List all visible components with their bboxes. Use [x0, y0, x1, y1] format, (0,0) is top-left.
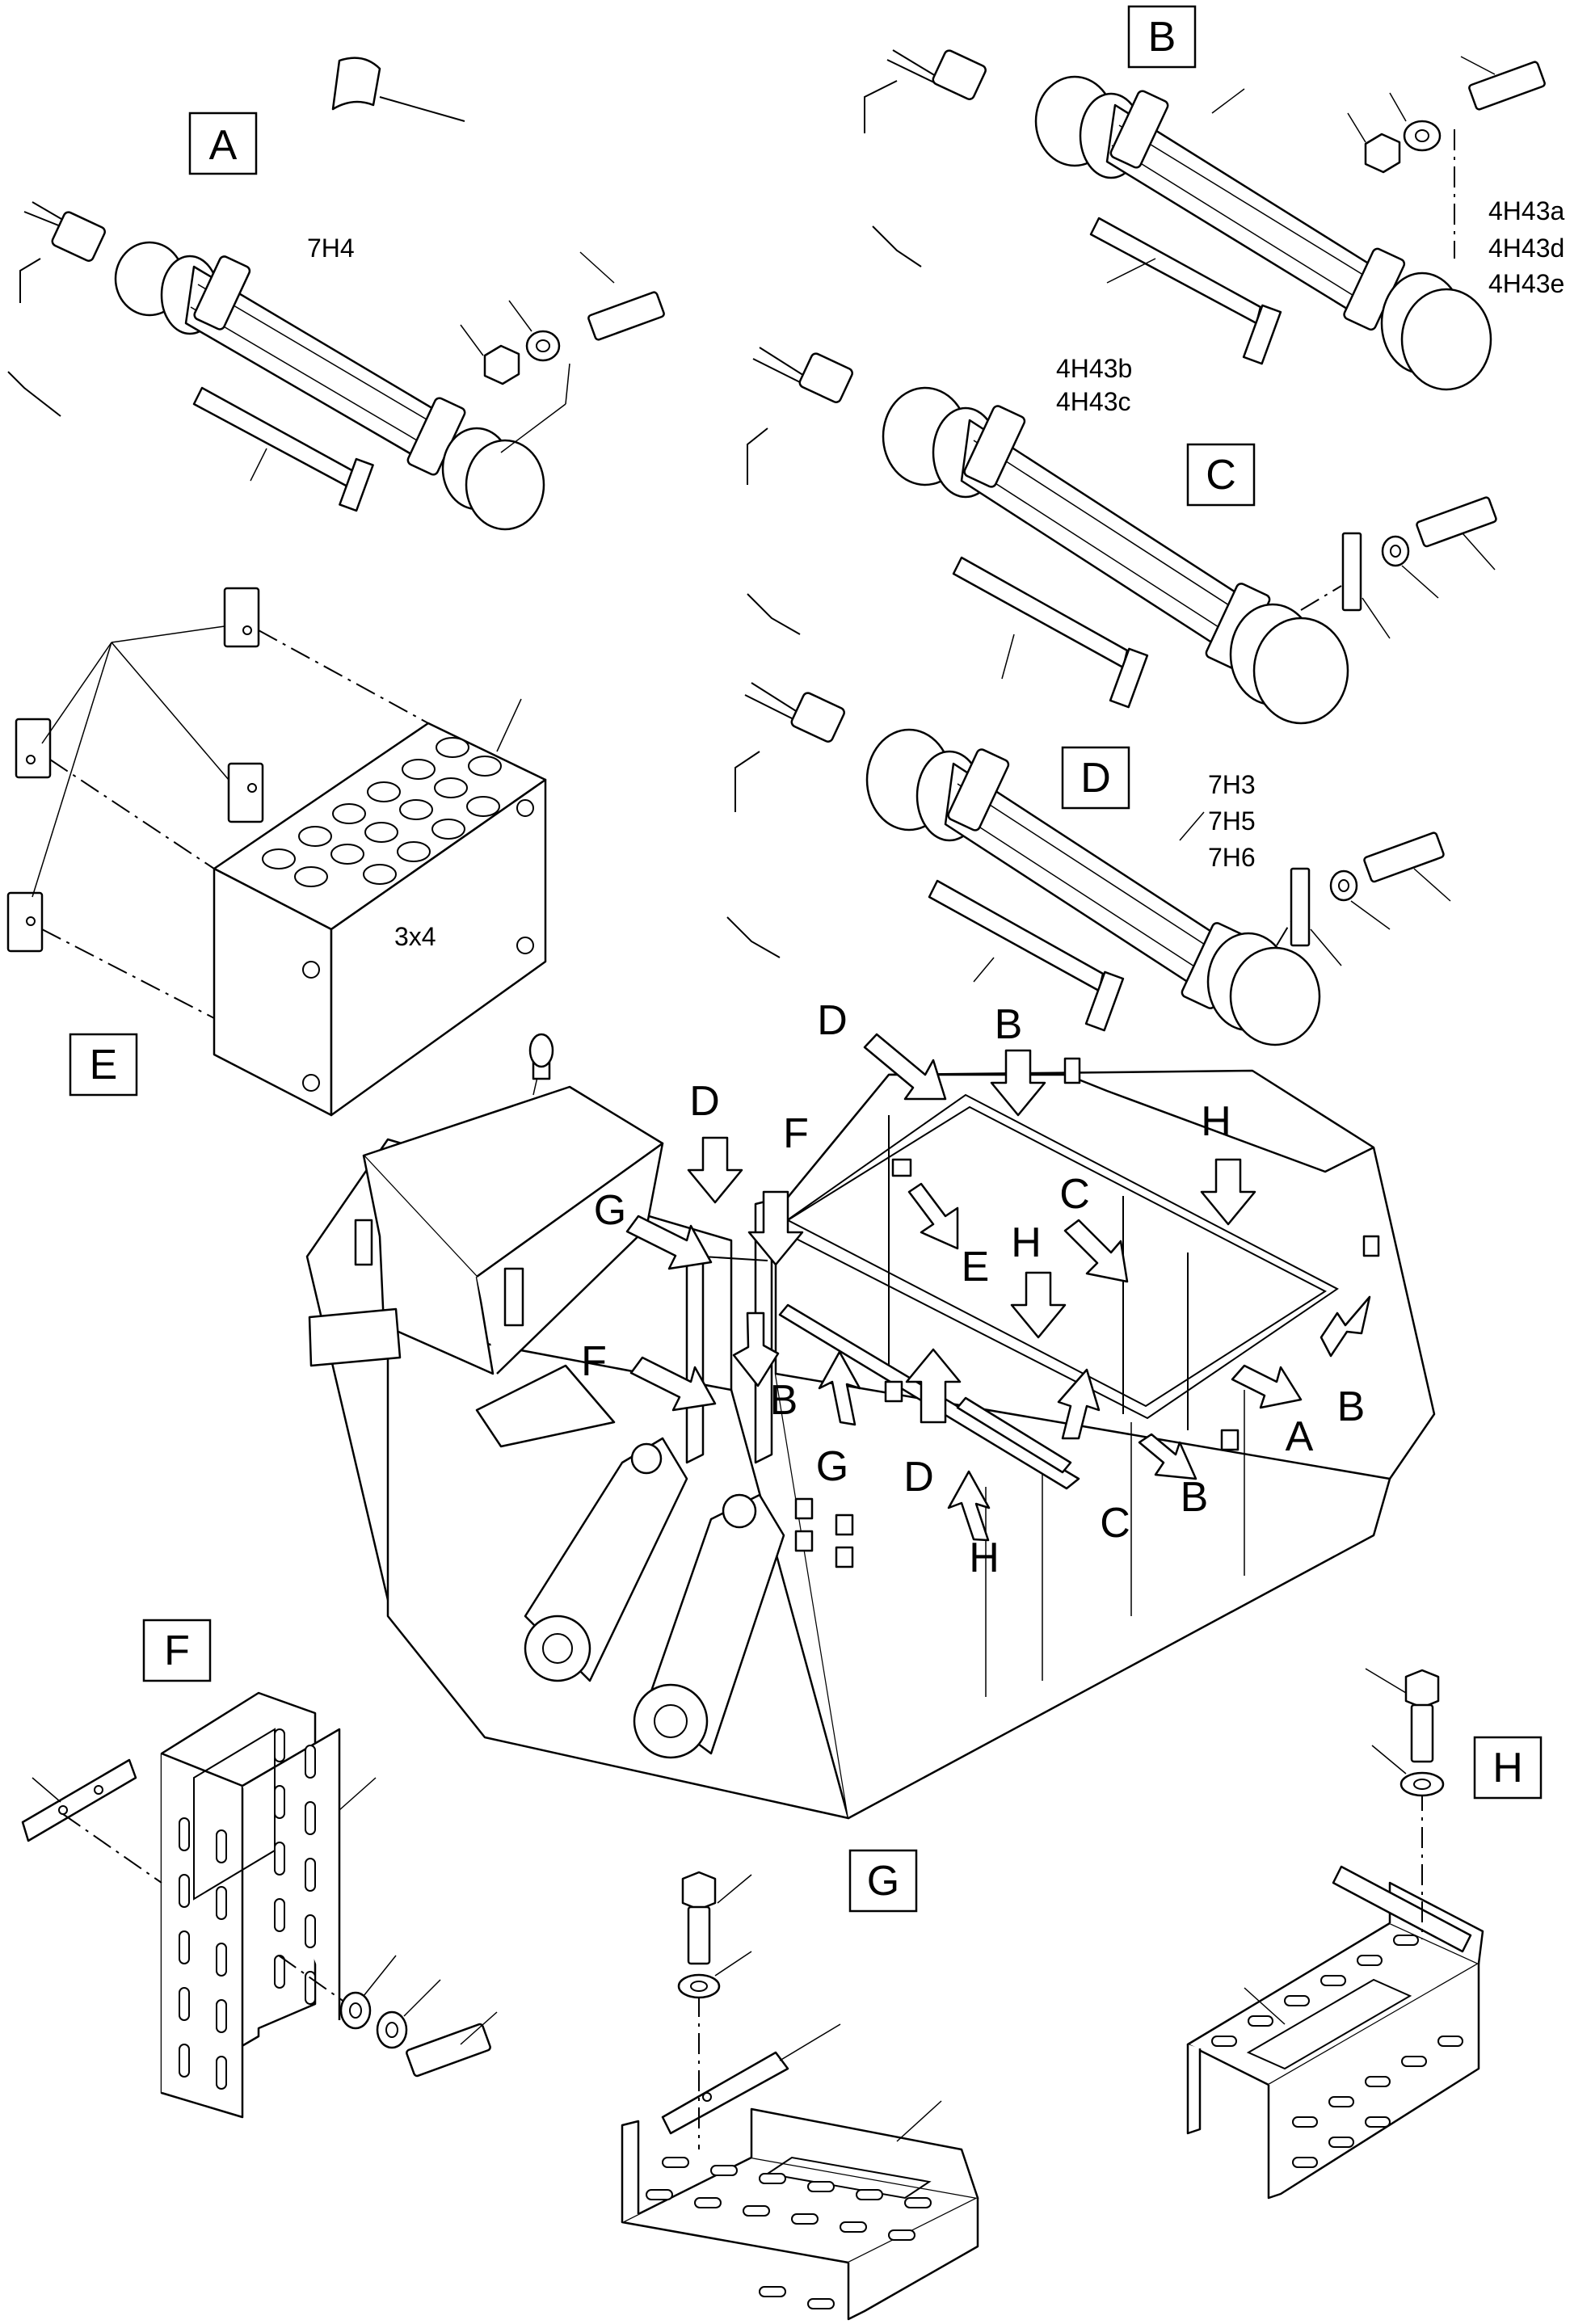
callout-f-top: F: [783, 1110, 809, 1157]
splice-plate-f: [21, 1758, 137, 1842]
detail-b-label-box: [1127, 5, 1197, 69]
tray-slots-h: [1211, 1935, 1463, 2168]
part-ref-4h43b: 4H43b: [1056, 354, 1132, 383]
detail-d-lamp-assembly: [726, 682, 1451, 1046]
part-ref-7h3: 7H3: [1208, 770, 1256, 799]
callout-h-bottom: H: [969, 1535, 1000, 1581]
machine-main-assembly: [305, 1033, 1436, 1820]
detail-c-label-box: [1186, 443, 1256, 507]
callout-f-left: F: [581, 1338, 607, 1385]
detail-c-lamp-assembly: [747, 347, 1497, 725]
bolt-f: [406, 2011, 498, 2078]
detail-a-label-box: [188, 112, 258, 175]
detail-a-lamp-assembly: [7, 57, 665, 531]
washer-f-2: [376, 1979, 441, 2049]
part-ref-3x4: 3x4: [394, 922, 436, 951]
callout-a-right: A: [1286, 1413, 1314, 1460]
detail-f-label-box: [142, 1619, 212, 1682]
callout-g-left: G: [594, 1187, 626, 1234]
part-ref-7h5: 7H5: [1208, 806, 1256, 836]
tray-slots-g: [646, 2157, 932, 2309]
detail-e-label: E: [90, 1042, 118, 1088]
detail-h-cable-tray: [1186, 1668, 1484, 2200]
callout-b-bottom: B: [1181, 1474, 1209, 1521]
callout-c-bottom: C: [1100, 1500, 1130, 1547]
nut-a: [460, 324, 520, 385]
part-ref-4h43e: 4H43e: [1488, 269, 1564, 298]
detail-g-label-box: [848, 1849, 918, 1913]
detail-e-junction-box: [6, 587, 547, 1117]
part-ref-7h6: 7H6: [1208, 843, 1256, 872]
part-ref-4h43a: 4H43a: [1488, 196, 1565, 225]
callout-d-left: D: [689, 1078, 720, 1125]
cable-entry-holes: [262, 737, 502, 887]
detail-d-label: D: [1080, 755, 1111, 802]
washer-f-1: [339, 1955, 397, 2030]
boom-arm-right: [633, 1493, 785, 1759]
callout-d-bottom: D: [903, 1454, 934, 1501]
mounting-bracket: [6, 587, 264, 953]
callout-c-mid: C: [1059, 1171, 1090, 1218]
boom-arm-left: [524, 1437, 688, 1682]
callout-g-bottom: G: [816, 1443, 848, 1490]
callout-b-top: B: [995, 1001, 1023, 1048]
detail-g-label: G: [867, 1858, 899, 1905]
callout-b-right: B: [1337, 1383, 1366, 1430]
callout-h-right: H: [1201, 1098, 1231, 1145]
part-ref-4h43c: 4H43c: [1056, 387, 1131, 416]
callout-b-mid: B: [770, 1377, 798, 1424]
detail-b-label: B: [1148, 14, 1176, 61]
detail-f-cable-ladder: [21, 1691, 498, 2119]
detail-c-label: C: [1206, 452, 1236, 499]
detail-b-lamp-assembly: [864, 49, 1546, 391]
handrail-posts: [794, 1057, 1380, 1568]
callout-h-mid: H: [1011, 1219, 1042, 1266]
detail-h-label: H: [1492, 1745, 1523, 1791]
detail-e-label-box: [69, 1033, 138, 1097]
part-ref-7h4: 7H4: [307, 234, 355, 263]
callout-e-mid: E: [962, 1244, 990, 1290]
bolt-h: [1365, 1668, 1440, 1763]
detail-a-label: A: [209, 122, 238, 169]
callout-d-top: D: [817, 997, 848, 1044]
detail-h-label-box: [1473, 1736, 1543, 1800]
bolt-g: [681, 1871, 752, 1965]
washer-a: [508, 300, 561, 362]
detail-f-label: F: [164, 1627, 190, 1674]
detail-d-label-box: [1061, 746, 1130, 810]
callout-arrows: [625, 1033, 1371, 1542]
part-ref-4h43d: 4H43d: [1488, 234, 1564, 263]
ladder-slots: [179, 1728, 316, 2090]
detail-g-cable-tray: [621, 1871, 979, 2321]
screw-a: [579, 251, 665, 341]
lamp-tube-a: [23, 57, 545, 531]
